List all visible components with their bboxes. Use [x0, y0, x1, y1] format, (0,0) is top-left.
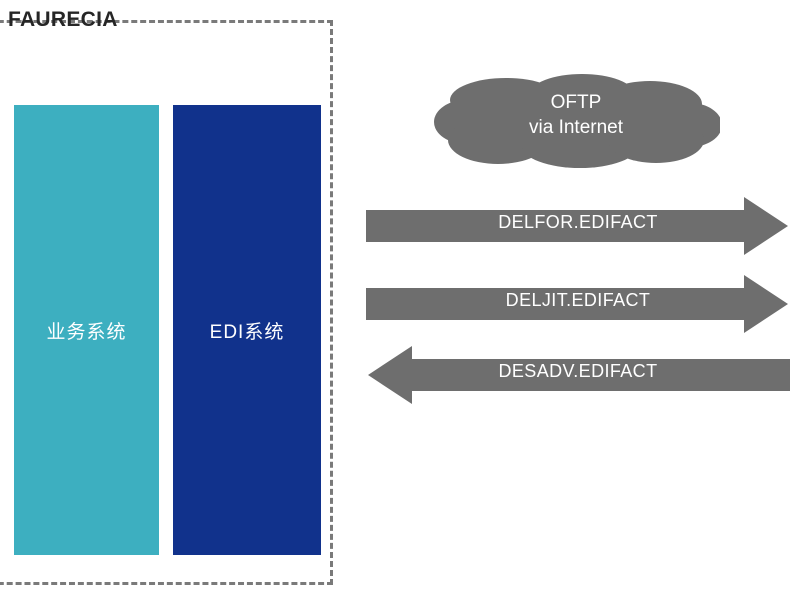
- page-title: FAURECIA: [8, 8, 118, 31]
- flow-arrow-deljit[interactable]: DELJIT.EDIFACT: [366, 273, 790, 335]
- oftp-cloud-shape[interactable]: OFTP via Internet: [432, 70, 720, 170]
- flow-arrow-delfor[interactable]: DELFOR.EDIFACT: [366, 195, 790, 257]
- edi-system-box[interactable]: EDI系统: [173, 105, 321, 555]
- company-boundary-dashed-box: [0, 20, 333, 585]
- flow-arrow-desadv[interactable]: DESADV.EDIFACT: [366, 344, 790, 406]
- business-system-box[interactable]: 业务系统: [14, 105, 159, 555]
- edi-system-label: EDI系统: [209, 321, 285, 343]
- business-system-label: 业务系统: [46, 321, 127, 343]
